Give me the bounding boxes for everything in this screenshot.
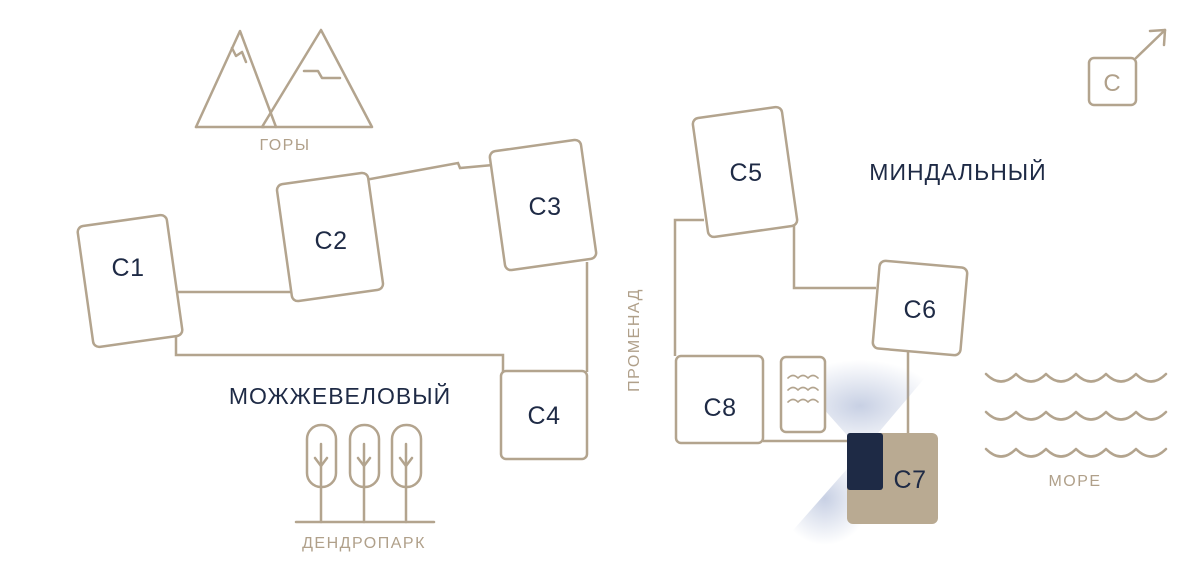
pool bbox=[779, 355, 827, 434]
compass-label: С bbox=[1103, 70, 1120, 97]
building-c8[interactable]: С8 bbox=[674, 354, 765, 445]
waves-icon bbox=[787, 374, 819, 403]
mountains-label: ГОРЫ bbox=[259, 137, 310, 154]
building-c4[interactable]: С4 bbox=[499, 369, 589, 461]
building-c2[interactable]: С2 bbox=[275, 171, 385, 303]
building-c7-label: С7 bbox=[894, 466, 927, 494]
building-c6[interactable]: С6 bbox=[871, 259, 969, 357]
compass-north-icon[interactable]: С bbox=[1087, 28, 1167, 107]
building-c6-label: С6 bbox=[904, 296, 937, 324]
promenade-label: ПРОМЕНАД bbox=[626, 288, 643, 392]
selected-unit-marker bbox=[847, 433, 883, 490]
building-c3[interactable]: С3 bbox=[488, 138, 598, 272]
building-c7-selected[interactable]: С7 bbox=[847, 433, 938, 524]
building-c3-label: С3 bbox=[529, 193, 562, 221]
building-c1-label: С1 bbox=[112, 254, 145, 282]
path-c5-c6 bbox=[792, 226, 876, 290]
path-c5-c8 bbox=[673, 218, 704, 356]
sea-label: МОРЕ bbox=[1048, 473, 1101, 490]
zone-almond-label: МИНДАЛЬНЫЙ bbox=[869, 158, 1046, 185]
path-c2-c3 bbox=[364, 161, 494, 182]
sea-waves-icon bbox=[984, 372, 1168, 458]
building-c8-label: С8 bbox=[704, 394, 737, 422]
building-c2-label: С2 bbox=[315, 227, 348, 255]
building-c5[interactable]: С5 bbox=[691, 105, 799, 239]
trees-icon bbox=[294, 423, 436, 524]
arboretum-label: ДЕНДРОПАРК bbox=[302, 535, 426, 552]
path-c1-c4 bbox=[174, 330, 505, 372]
building-c5-label: С5 bbox=[730, 159, 763, 187]
zone-juniper-label: МОЖЖЕВЕЛОВЫЙ bbox=[229, 382, 451, 409]
building-c4-label: С4 bbox=[528, 402, 561, 430]
building-c1[interactable]: С1 bbox=[76, 213, 184, 349]
mountains-icon bbox=[194, 28, 374, 129]
